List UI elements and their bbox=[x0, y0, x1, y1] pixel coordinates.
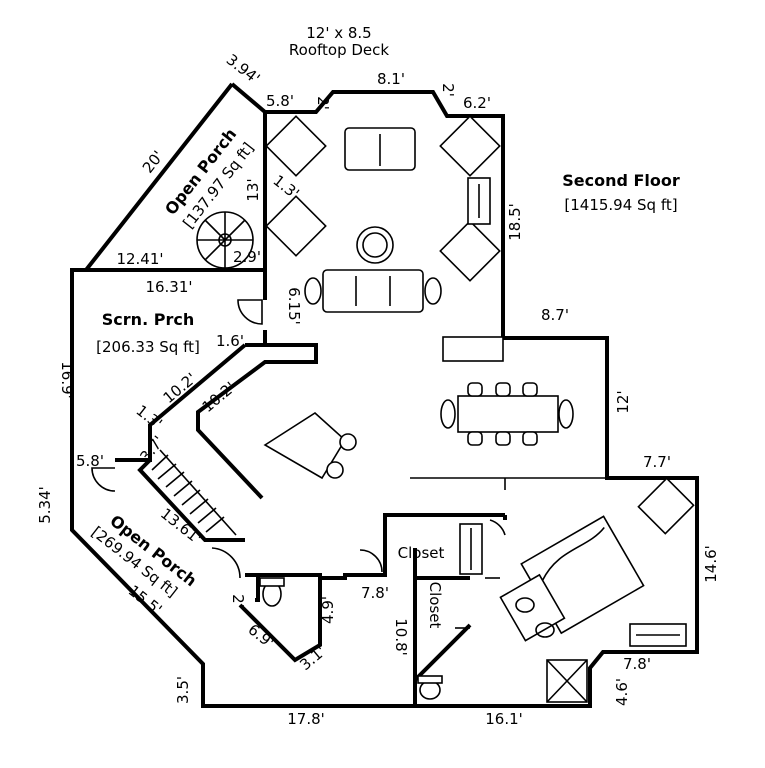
dim-label: 5.34' bbox=[36, 486, 54, 524]
dim-label: 17.8' bbox=[287, 710, 325, 728]
dim-label: 3.94' bbox=[223, 50, 264, 87]
exterior-walls bbox=[70, 82, 699, 708]
closet-label: Closet bbox=[398, 544, 445, 562]
side-table-icon bbox=[304, 277, 322, 305]
dim-label: 7.7' bbox=[643, 453, 671, 471]
dim-label: 2' bbox=[314, 96, 332, 110]
screened-porch-area: [206.33 Sq ft] bbox=[96, 338, 200, 356]
dim-label: 8.1' bbox=[377, 70, 405, 88]
stool-icon bbox=[339, 433, 357, 451]
dim-label: 3.5' bbox=[174, 676, 192, 704]
armchair-icon bbox=[439, 115, 501, 177]
second-floor-label: Second Floor bbox=[562, 171, 680, 190]
sofa-icon bbox=[322, 269, 424, 313]
counter-icon bbox=[442, 336, 504, 362]
interior-lines bbox=[410, 477, 607, 629]
dim-label: 1.3' bbox=[133, 401, 166, 432]
dim-label: 6.9' bbox=[245, 620, 278, 651]
dim-label: 13.61' bbox=[157, 504, 205, 547]
stool-icon bbox=[326, 461, 344, 479]
dining-table-icon bbox=[457, 395, 559, 433]
closet-label: Closet bbox=[426, 582, 444, 629]
dim-label: 18.5' bbox=[506, 203, 524, 241]
dim-label: 13' bbox=[244, 178, 262, 201]
doors bbox=[91, 299, 506, 579]
dim-label: 6.15' bbox=[285, 287, 303, 325]
dim-label: 3.1' bbox=[296, 642, 329, 674]
second-floor-area: [1415.94 Sq ft] bbox=[564, 196, 677, 214]
dim-label: 4.9' bbox=[319, 596, 337, 624]
dim-label: 8.7' bbox=[541, 306, 569, 324]
dim-label: 16.9' bbox=[58, 361, 76, 399]
dim-label: 5.8' bbox=[266, 92, 294, 110]
dim-label: 4.6' bbox=[613, 678, 631, 706]
armchair-icon bbox=[637, 477, 695, 535]
stairs-icon bbox=[151, 449, 237, 536]
deck-size-label: 12' x 8.5 bbox=[306, 24, 371, 42]
dim-label: 2.9' bbox=[233, 248, 261, 266]
screened-porch-label: Scrn. Prch bbox=[102, 310, 194, 329]
dim-label: 16.31' bbox=[145, 278, 192, 296]
door-icon bbox=[91, 467, 116, 492]
dim-label: 2' bbox=[439, 83, 457, 97]
dim-label: 1.6' bbox=[216, 332, 244, 350]
door-icon bbox=[237, 299, 263, 325]
armchair-icon bbox=[265, 115, 327, 177]
dim-label: 16.1' bbox=[485, 710, 523, 728]
dim-label: 14.6' bbox=[702, 545, 720, 583]
armchair-icon bbox=[439, 220, 501, 282]
door-icon bbox=[359, 549, 383, 573]
dim-label: 12' bbox=[614, 390, 632, 413]
deck-name-label: Rooftop Deck bbox=[289, 41, 389, 59]
dim-label: 7.8' bbox=[361, 584, 389, 602]
dim-label: 10.8' bbox=[392, 618, 410, 656]
furniture bbox=[151, 115, 695, 703]
door-icon bbox=[211, 547, 241, 579]
dim-label: 6.2' bbox=[463, 94, 491, 112]
armchair-icon bbox=[265, 195, 327, 257]
dim-label: 7.8' bbox=[623, 655, 651, 673]
dim-label: 5.8' bbox=[76, 452, 104, 470]
dim-label: 12.41' bbox=[116, 250, 163, 268]
door-icon bbox=[489, 519, 506, 536]
dim-label: 2' bbox=[229, 594, 247, 608]
side-table-icon bbox=[424, 277, 442, 305]
